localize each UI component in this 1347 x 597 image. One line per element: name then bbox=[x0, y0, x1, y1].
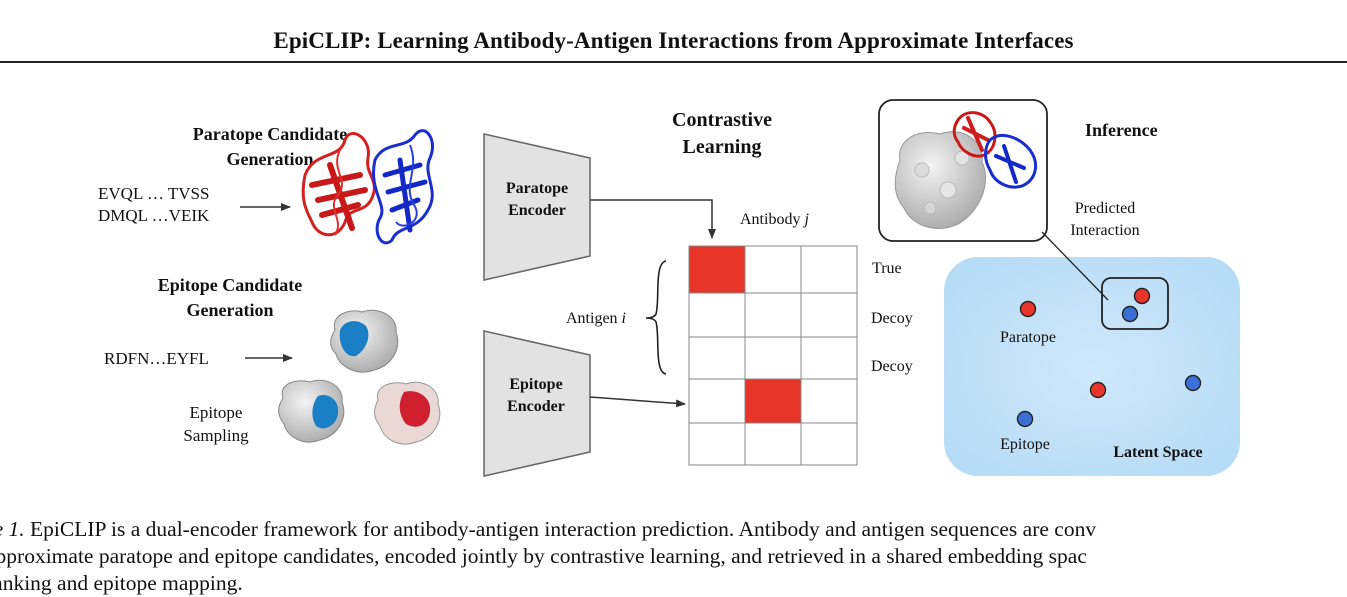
paratope-encoder-block bbox=[483, 133, 591, 281]
epitope-encoder-block bbox=[483, 330, 591, 477]
predicted-pair-box bbox=[1101, 277, 1169, 330]
antigen-structure-left-image bbox=[278, 379, 345, 443]
caption-line-3: ranking and epitope mapping. bbox=[0, 571, 243, 595]
matrix-cell-positive-1 bbox=[689, 246, 745, 293]
paratope-encoder-label-line1: Paratope bbox=[506, 180, 568, 197]
row-label-decoy-2: Decoy bbox=[871, 358, 913, 375]
matrix-cell-positive-2 bbox=[745, 379, 801, 423]
caption-line-1: re 1. EpiCLIP is a dual-encoder framewor… bbox=[0, 516, 1347, 543]
latent-paratope-label: Paratope bbox=[1000, 329, 1056, 346]
predicted-interaction-pointer bbox=[1041, 231, 1109, 301]
epitope-encoder-label-line1: Epitope bbox=[509, 376, 562, 393]
antibody-antigen-complex-image bbox=[894, 111, 1038, 229]
row-label-true: True bbox=[872, 260, 902, 277]
epitope-heading-line2: Generation bbox=[187, 300, 274, 320]
paratope-encoder-label-line2: Encoder bbox=[508, 202, 566, 219]
figure-1: Paratope Candidate Generation EVQL … TVS… bbox=[98, 99, 1240, 477]
epitope-seq: RDFN…EYFL bbox=[104, 349, 209, 368]
latent-point-epitope-1 bbox=[1184, 374, 1202, 392]
paratope-seq-line2: DMQL …VEIK bbox=[98, 206, 210, 225]
antigen-i-label: Antigen i bbox=[566, 310, 626, 327]
epitope-encoder-label-line2: Encoder bbox=[507, 398, 565, 415]
latent-point-paratope-predicted bbox=[1133, 287, 1151, 305]
contrastive-heading-line1: Contrastive bbox=[672, 109, 772, 131]
paratope-encoder-arrow bbox=[590, 199, 716, 239]
antigen-brace bbox=[645, 260, 667, 375]
latent-point-epitope-2 bbox=[1016, 410, 1034, 428]
paper-title: EpiCLIP: Learning Antibody-Antigen Inter… bbox=[273, 28, 1074, 53]
caption-line-2: approximate paratope and epitope candida… bbox=[0, 544, 1087, 568]
predicted-label-line2: Interaction bbox=[1070, 222, 1139, 239]
contrastive-heading-line2: Learning bbox=[683, 136, 762, 158]
latent-point-epitope-predicted bbox=[1121, 305, 1139, 323]
latent-space-label: Latent Space bbox=[1113, 444, 1202, 461]
antigen-structure-right-image bbox=[374, 381, 441, 445]
caption-figure-label: re 1. bbox=[0, 517, 25, 541]
paratope-heading-line1: Paratope Candidate bbox=[193, 124, 348, 144]
paratope-heading-line2: Generation bbox=[227, 149, 314, 169]
latent-epitope-label: Epitope bbox=[1000, 436, 1050, 453]
inference-heading: Inference bbox=[1085, 120, 1158, 140]
antibody-structure-image bbox=[301, 129, 434, 245]
similarity-matrix bbox=[688, 245, 858, 466]
row-label-decoy-1: Decoy bbox=[871, 310, 913, 327]
latent-point-paratope-2 bbox=[1089, 381, 1107, 399]
predicted-label-line1: Predicted bbox=[1075, 200, 1135, 217]
caption-line-1-text: EpiCLIP is a dual-encoder framework for … bbox=[24, 517, 1097, 541]
title-rule bbox=[0, 61, 1347, 63]
epitope-heading-line1: Epitope Candidate bbox=[158, 275, 303, 295]
epitope-sampling-line1: Epitope bbox=[190, 403, 243, 422]
latent-point-paratope-1 bbox=[1019, 300, 1037, 318]
epitope-sampling-line2: Sampling bbox=[183, 426, 249, 445]
figure-caption: re 1. EpiCLIP is a dual-encoder framewor… bbox=[0, 516, 1347, 597]
antigen-structure-top-image bbox=[330, 309, 399, 373]
epitope-encoder-arrow bbox=[589, 396, 686, 408]
antibody-j-label: Antibody j bbox=[740, 211, 809, 228]
paratope-seq-line1: EVQL … TVSS bbox=[98, 184, 209, 203]
